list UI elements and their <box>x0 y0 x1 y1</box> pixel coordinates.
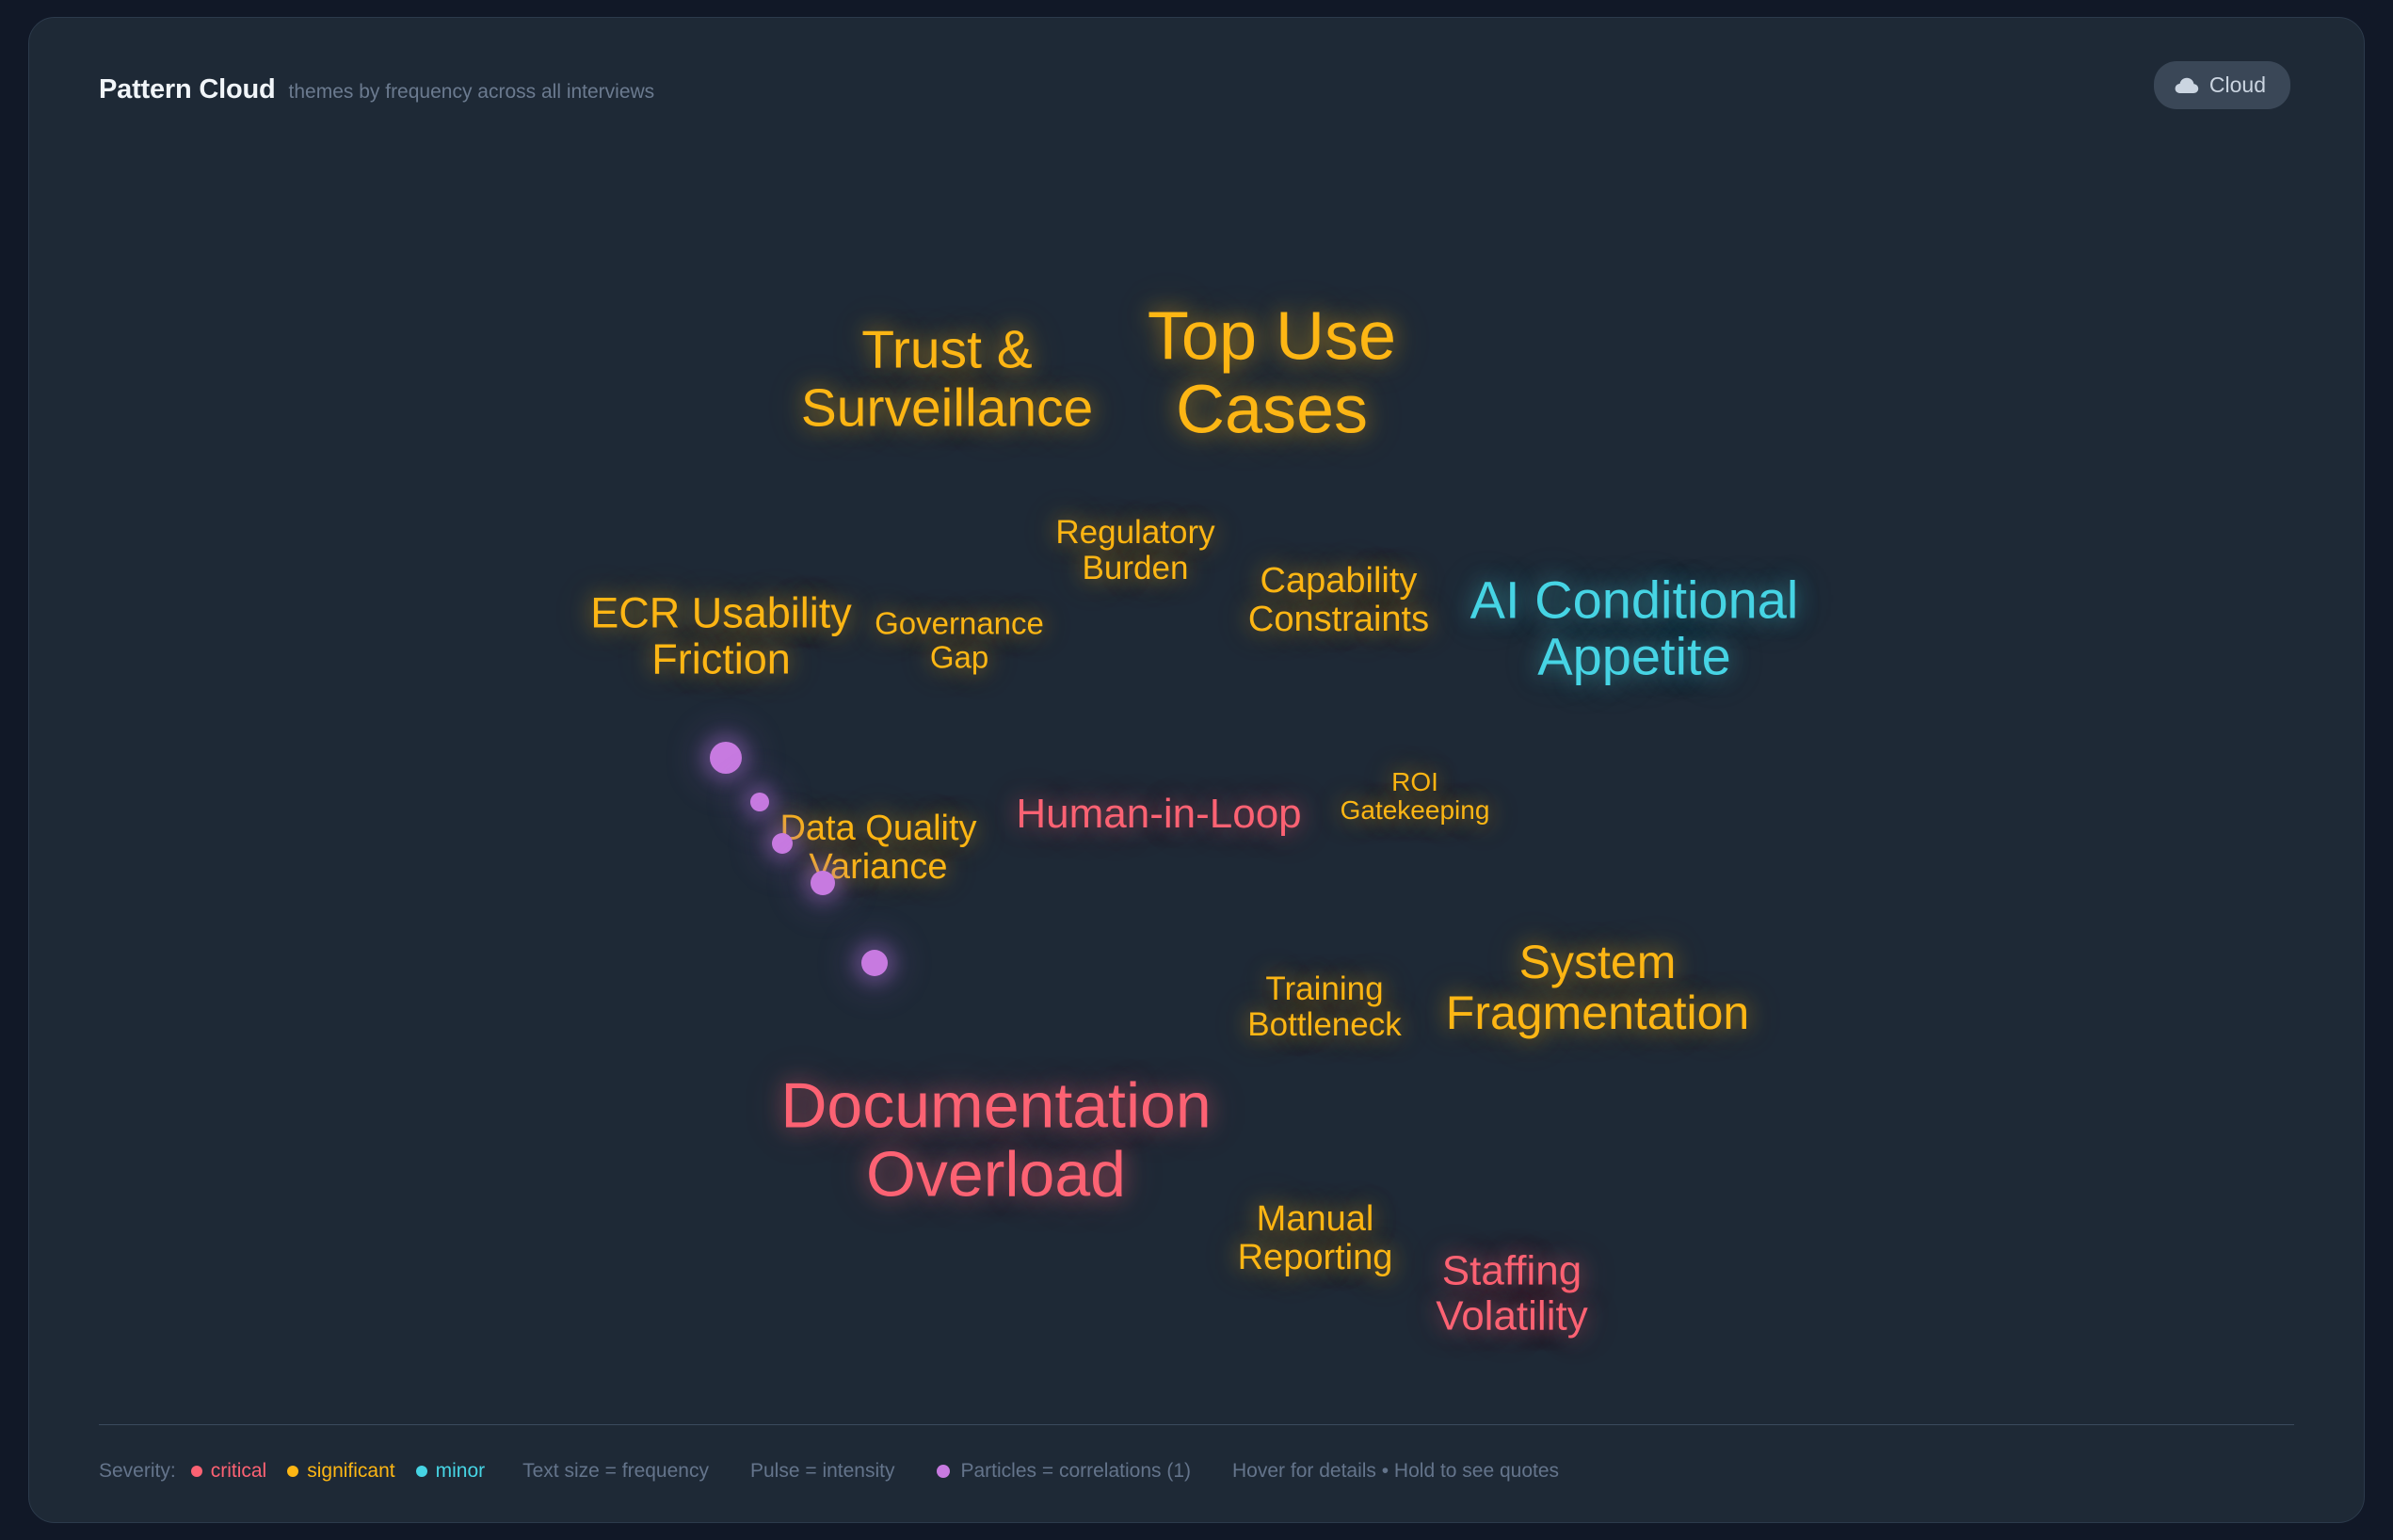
title-group: Pattern Cloud themes by frequency across… <box>99 74 654 105</box>
legend-significant-label: significant <box>307 1460 395 1482</box>
theme-word[interactable]: Documentation Overload <box>780 1069 1212 1211</box>
correlation-particle <box>750 793 769 811</box>
view-mode-cloud-button[interactable]: Cloud <box>2153 61 2290 109</box>
theme-word[interactable]: Trust & Surveillance <box>800 319 1094 438</box>
legend-severity-items: critical significant minor <box>190 1460 506 1483</box>
theme-word[interactable]: Governance Gap <box>875 605 1044 674</box>
cloud-icon <box>2175 77 2199 94</box>
theme-word[interactable]: AI Conditional Appetite <box>1470 569 1799 686</box>
legend-minor-label: minor <box>435 1460 486 1482</box>
legend-hint: Hover for details • Hold to see quotes <box>1232 1460 1560 1482</box>
legend-item-critical: critical <box>190 1460 267 1483</box>
theme-word[interactable]: Capability Constraints <box>1247 560 1430 639</box>
theme-word[interactable]: Top Use Cases <box>1147 298 1397 447</box>
theme-word[interactable]: System Fragmentation <box>1445 936 1750 1039</box>
theme-word[interactable]: Regulatory Burden <box>1055 514 1215 586</box>
correlation-particle <box>811 871 835 895</box>
correlation-particle <box>772 833 793 854</box>
correlation-particle <box>710 742 742 774</box>
legend-critical-label: critical <box>210 1460 267 1482</box>
theme-word[interactable]: Training Bottleneck <box>1247 971 1402 1043</box>
view-mode-label: Cloud <box>2208 72 2266 97</box>
theme-word[interactable]: ROI Gatekeeping <box>1340 766 1490 825</box>
significant-dot-icon <box>287 1466 299 1477</box>
theme-word[interactable]: Data Quality Variance <box>779 808 977 887</box>
pattern-cloud-card: Pattern Cloud themes by frequency across… <box>28 17 2365 1523</box>
legend-item-minor: minor <box>415 1460 486 1483</box>
page-subtitle: themes by frequency across all interview… <box>288 81 655 103</box>
theme-word[interactable]: ECR Usability Friction <box>590 588 852 682</box>
particle-dot-icon <box>936 1465 950 1478</box>
legend-note-pulse: Pulse = intensity <box>749 1460 895 1482</box>
legend: Severity: critical significant minor Tex… <box>99 1452 2294 1490</box>
legend-particles-label: Particles = correlations (1) <box>960 1460 1192 1482</box>
card-header: Pattern Cloud themes by frequency across… <box>71 57 2322 120</box>
legend-note-text-size: Text size = frequency <box>522 1460 709 1482</box>
page-title: Pattern Cloud <box>99 74 276 104</box>
minor-dot-icon <box>415 1466 427 1477</box>
theme-word[interactable]: Staffing Volatility <box>1436 1247 1588 1339</box>
correlation-particle <box>861 950 888 976</box>
critical-dot-icon <box>190 1466 202 1477</box>
theme-word[interactable]: Human-in-Loop <box>1016 791 1302 838</box>
footer-divider <box>99 1424 2294 1425</box>
theme-word[interactable]: Manual Reporting <box>1237 1198 1393 1277</box>
legend-item-significant: significant <box>287 1460 395 1483</box>
legend-severity-label: Severity: <box>99 1460 176 1482</box>
legend-particles: Particles = correlations (1) <box>936 1460 1233 1483</box>
